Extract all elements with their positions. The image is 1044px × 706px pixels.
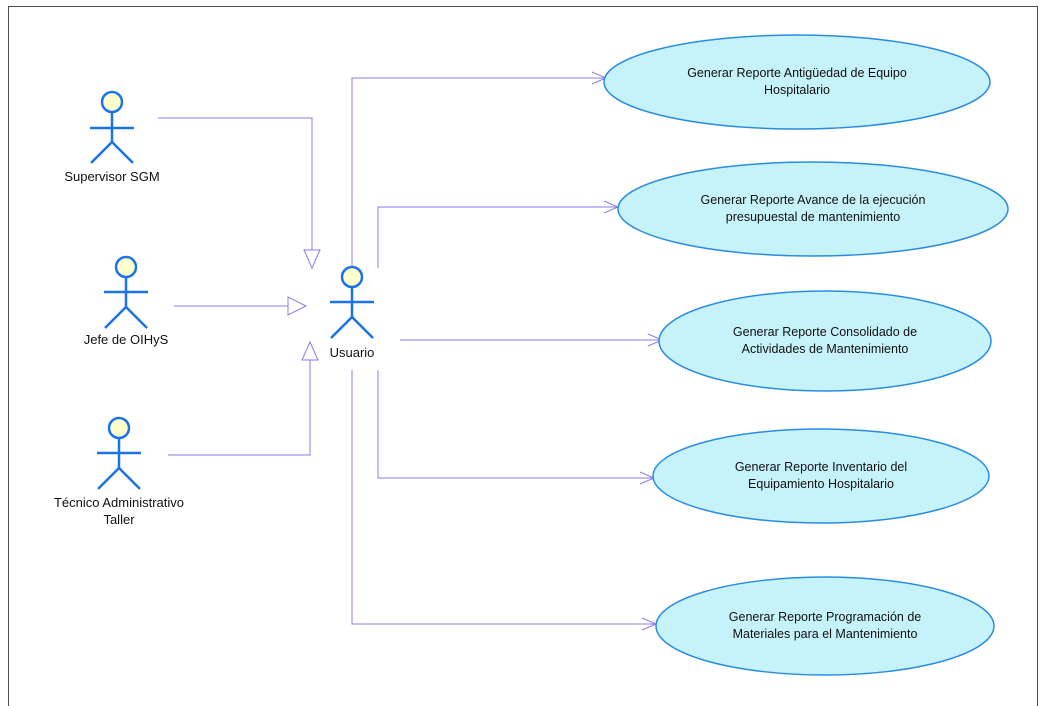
association-uc2 <box>377 200 620 268</box>
use-case-3-line-1: Generar Reporte Consolidado de <box>732 325 918 339</box>
actor-supervisor-label: Supervisor SGM <box>32 168 192 185</box>
use-case-1-line-1: Generar Reporte Antigüedad de Equipo <box>687 66 907 80</box>
actor-supervisor-name: Supervisor SGM <box>64 169 160 184</box>
use-case-5-label: Generar Reporte Programación de Material… <box>666 594 984 658</box>
actor-usuario-figure[interactable] <box>330 265 374 339</box>
use-case-3-line-2: Actividades de Mantenimiento <box>741 342 909 356</box>
use-case-4-line-2: Equipamiento Hospitalario <box>748 477 894 491</box>
use-case-5-ellipse[interactable] <box>655 576 995 676</box>
association-uc3 <box>400 333 664 347</box>
actor-tecnico-name-line-1: Técnico Administrativo <box>53 495 185 510</box>
generalization-jefe-usuario <box>174 296 308 316</box>
actor-supervisor-figure[interactable] <box>90 90 134 164</box>
actor-jefe-figure[interactable] <box>104 255 148 329</box>
actor-tecnico-figure[interactable] <box>97 416 141 490</box>
use-case-3-label: Generar Reporte Consolidado de Actividad… <box>670 309 980 373</box>
use-case-1-line-2: Hospitalario <box>763 83 830 97</box>
actor-tecnico-label: Técnico Administrativo Taller <box>34 494 204 528</box>
use-case-4-line-1: Generar Reporte Inventario del <box>734 460 908 474</box>
use-case-4-label: Generar Reporte Inventario del Equipamie… <box>664 444 978 508</box>
use-case-4-ellipse[interactable] <box>652 428 990 524</box>
actor-tecnico-name-line-2: Taller <box>103 512 135 527</box>
use-case-2-ellipse[interactable] <box>617 161 1009 257</box>
association-uc1 <box>351 71 608 266</box>
use-case-1-label: Generar Reporte Antigüedad de Equipo Hos… <box>614 50 980 114</box>
generalization-supervisor-usuario <box>158 117 321 270</box>
actor-jefe-name: Jefe de OIHyS <box>83 332 169 347</box>
use-case-5-line-2: Materiales para el Mantenimiento <box>732 627 918 641</box>
association-uc5 <box>351 370 658 631</box>
actor-usuario-label: Usuario <box>312 344 392 361</box>
use-case-5-line-1: Generar Reporte Programación de <box>728 610 922 624</box>
use-case-2-line-1: Generar Reporte Avance de la ejecución <box>700 193 926 207</box>
use-case-1-ellipse[interactable] <box>603 34 991 130</box>
diagram-frame <box>8 6 1038 706</box>
use-case-3-ellipse[interactable] <box>658 290 992 392</box>
association-uc4 <box>377 370 656 485</box>
use-case-2-line-2: presupuestal de mantenimiento <box>725 210 901 224</box>
use-case-2-label: Generar Reporte Avance de la ejecución p… <box>628 177 998 241</box>
generalization-tecnico-usuario <box>168 340 319 456</box>
actor-jefe-label: Jefe de OIHyS <box>46 331 206 348</box>
actor-usuario-name: Usuario <box>329 345 375 360</box>
